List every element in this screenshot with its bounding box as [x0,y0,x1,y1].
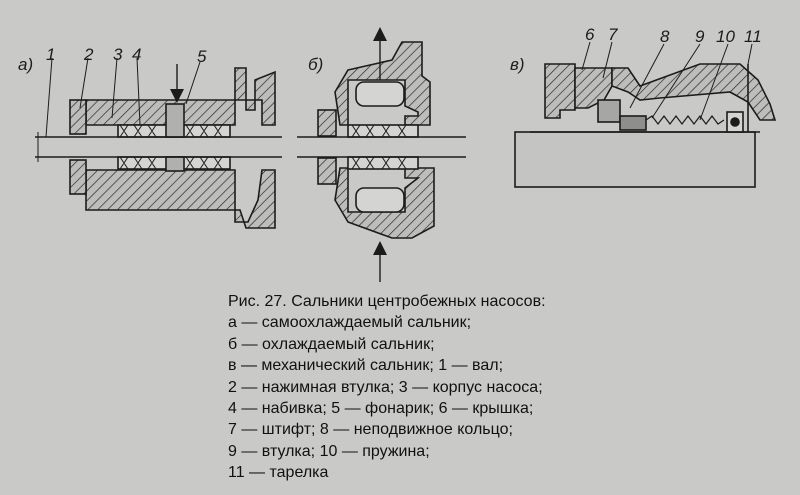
part-number-11: 11 [744,27,762,46]
part-number-9: 9 [695,27,705,46]
panel-a-drawing [35,67,282,229]
part-number-6: 6 [585,25,595,44]
caption-line: 11 — тарелка [228,464,329,482]
caption-line: 9 — втулка; 10 — пружина; [228,442,430,460]
part-number-4: 4 [132,45,141,64]
caption-line: б — охлаждаемый сальник; [228,335,435,353]
gland-seals-figure: а) 1 2 3 4 5 б) [18,25,777,282]
part-number-5: 5 [197,47,207,66]
caption-line: 4 — набивка; 5 — фонарик; 6 — крышка; [228,400,534,418]
panel-label-v: в) [510,55,525,74]
caption-line: 7 — штифт; 8 — неподвижное кольцо; [228,421,513,439]
panel-b-drawing [297,41,466,239]
panel-label-b: б) [308,55,323,74]
caption-line: в — механический сальник; 1 — вал; [228,357,504,375]
part-number-3: 3 [113,45,123,64]
panel-v-drawing [514,63,777,188]
panel-label-a: а) [18,55,33,74]
part-number-7: 7 [608,25,618,44]
caption-line: 2 — нажимная втулка; 3 — корпус насоса; [228,378,543,396]
caption-title: Рис. 27. Сальники центробежных насосов: [228,293,546,310]
part-number-10: 10 [716,27,735,46]
part-number-1: 1 [46,45,55,64]
part-number-8: 8 [660,27,670,46]
caption-line: а — самоохлаждаемый сальник; [228,314,472,332]
figure-caption: Рис. 27. Сальники центробежных насосов: … [228,291,788,484]
part-number-2: 2 [83,45,94,64]
